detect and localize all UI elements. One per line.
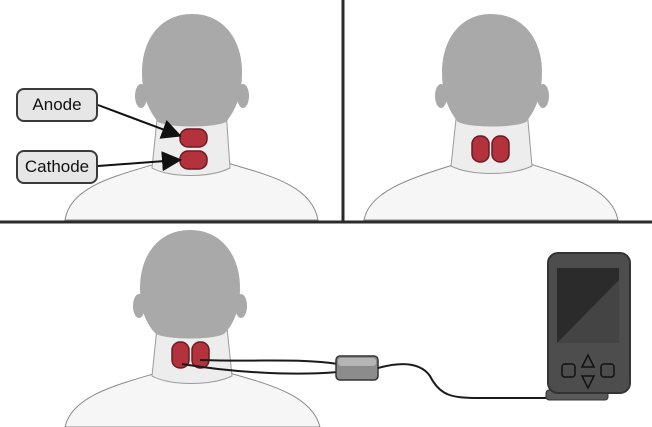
neck — [450, 109, 533, 174]
figure-top-right — [363, 14, 619, 221]
left-electrode — [171, 341, 190, 369]
figure-top-left — [64, 14, 319, 221]
up-arrow-icon — [580, 353, 596, 368]
right-ear — [237, 84, 249, 108]
cable-connector — [335, 355, 379, 381]
head — [142, 14, 242, 127]
stimulator-device — [545, 252, 631, 401]
right-electrode — [191, 341, 210, 369]
head — [442, 14, 542, 127]
left-button-icon — [561, 363, 576, 378]
left-ear — [133, 294, 145, 318]
electrode-lead-upper — [199, 359, 339, 365]
cathode-electrode — [179, 150, 208, 170]
left-ear — [135, 84, 147, 108]
figure-bottom — [64, 230, 339, 427]
right-ear — [537, 84, 549, 108]
anode-label: Anode — [16, 88, 98, 122]
head — [140, 230, 240, 339]
right-ear — [235, 294, 247, 318]
anode-electrode — [179, 128, 208, 148]
left-ear — [435, 84, 447, 108]
right-button-icon — [600, 363, 615, 378]
anode-arrow — [97, 104, 182, 139]
right-electrode — [491, 135, 510, 163]
down-arrow-icon — [580, 375, 596, 390]
electrode-lead-lower — [181, 363, 339, 375]
cathode-arrow — [97, 151, 182, 172]
left-electrode — [471, 135, 490, 163]
main-cable — [377, 363, 548, 400]
cathode-label: Cathode — [16, 150, 98, 184]
